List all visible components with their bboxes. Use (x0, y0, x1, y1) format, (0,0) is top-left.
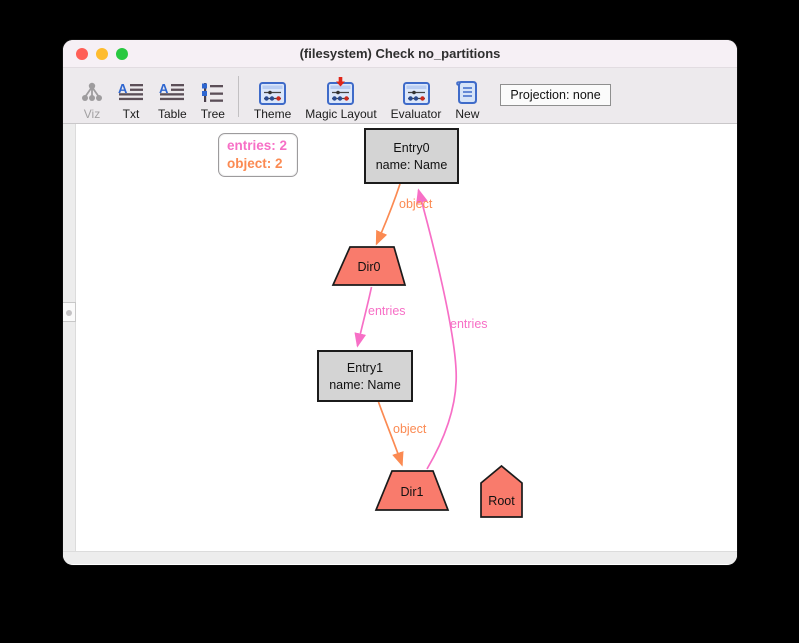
toolbar-label-viz: Viz (83, 107, 101, 121)
toolbar-button-magic-layout[interactable]: Magic Layout (298, 72, 383, 121)
toolbar-label-table: Table (158, 107, 187, 121)
node-entry0-label: Entry0 (393, 141, 429, 155)
node-dir1-label: Dir1 (401, 485, 424, 499)
node-dir1-shape[interactable] (374, 470, 450, 511)
magic-layout-icon (327, 77, 355, 105)
edge-label-object-1: object (399, 197, 433, 211)
edge-label-object-2: object (393, 422, 427, 436)
graph-canvas: object entries object entries Entry0 nam… (317, 128, 523, 518)
node-root-label: Root (488, 494, 515, 508)
legend-object: object: 2 (227, 155, 283, 171)
toolbar-label-tree: Tree (200, 107, 225, 121)
node-entry1-label: Entry1 (347, 361, 383, 375)
edge-object-entry0-dir0 (375, 183, 401, 246)
node-entry0-attr: name: Name (376, 158, 448, 172)
node-entry1-attr: name: Name (329, 378, 401, 392)
node-dir0[interactable]: Dir0 (331, 246, 407, 286)
toolbar-button-evaluator[interactable]: Evaluator (384, 72, 449, 121)
text-view-icon: A (118, 77, 144, 105)
node-dir1[interactable]: Dir1 (374, 470, 450, 511)
legend-box: entries: 2 object: 2 (218, 133, 299, 178)
toolbar-button-new[interactable]: New (448, 72, 486, 121)
window-title: (filesystem) Check no_partitions (299, 46, 501, 61)
svg-text:A: A (118, 82, 128, 96)
toolbar-label-new: New (455, 107, 480, 121)
node-root-shape[interactable] (480, 464, 523, 518)
toolbar-label-txt: Txt (122, 107, 140, 121)
node-entry1-shape[interactable] (317, 350, 413, 402)
toolbar-button-table[interactable]: A Table (151, 72, 194, 121)
close-button[interactable] (76, 48, 88, 60)
node-entry0[interactable]: Entry0 name: Name (364, 128, 459, 184)
left-scrollbar-track[interactable] (63, 124, 76, 551)
toolbar-separator (237, 76, 239, 117)
svg-text:A: A (159, 82, 169, 96)
toolbar-label-magic-layout: Magic Layout (305, 107, 377, 121)
node-dir0-label: Dir0 (358, 260, 381, 274)
toolbar-label-theme: Theme (253, 107, 292, 121)
toolbar-label-evaluator: Evaluator (390, 107, 442, 121)
viz-graph-icon (80, 77, 104, 105)
visualizer-window: (filesystem) Check no_partitions Viz (63, 40, 737, 565)
node-dir0-shape[interactable] (331, 246, 407, 286)
bottom-scrollbar-track[interactable] (63, 551, 737, 564)
toolbar-button-tree[interactable]: Tree (194, 72, 232, 121)
toolbar-button-theme[interactable]: Theme (247, 72, 298, 121)
splitter-handle[interactable] (63, 302, 76, 322)
traffic-lights (76, 48, 128, 60)
node-entry0-shape[interactable] (364, 128, 459, 184)
legend-entries: entries: 2 (227, 138, 288, 153)
node-entry1[interactable]: Entry1 name: Name (317, 350, 413, 402)
toolbar: Viz A Txt (63, 68, 737, 124)
minimize-button[interactable] (96, 48, 108, 60)
edge-label-entries-1: entries (368, 304, 406, 318)
theme-icon (259, 77, 287, 105)
edge-entries-dir0-entry1 (354, 286, 373, 348)
edge-object-entry1-dir1 (377, 401, 404, 467)
title-bar: (filesystem) Check no_partitions (63, 40, 737, 68)
node-root[interactable]: Root (480, 464, 523, 518)
edge-label-entries-2: entries (450, 317, 488, 331)
new-scroll-icon (456, 77, 479, 105)
projection-button[interactable]: Projection: none (500, 84, 611, 106)
zoom-button[interactable] (116, 48, 128, 60)
toolbar-button-txt[interactable]: A Txt (111, 72, 151, 121)
toolbar-button-viz[interactable]: Viz (73, 72, 111, 121)
table-view-icon: A (159, 77, 185, 105)
tree-view-icon (201, 77, 225, 105)
graph-panel: object entries object entries Entry0 nam… (63, 124, 737, 564)
edge-entries-dir1-entry0 (416, 188, 458, 470)
evaluator-icon (402, 77, 430, 105)
